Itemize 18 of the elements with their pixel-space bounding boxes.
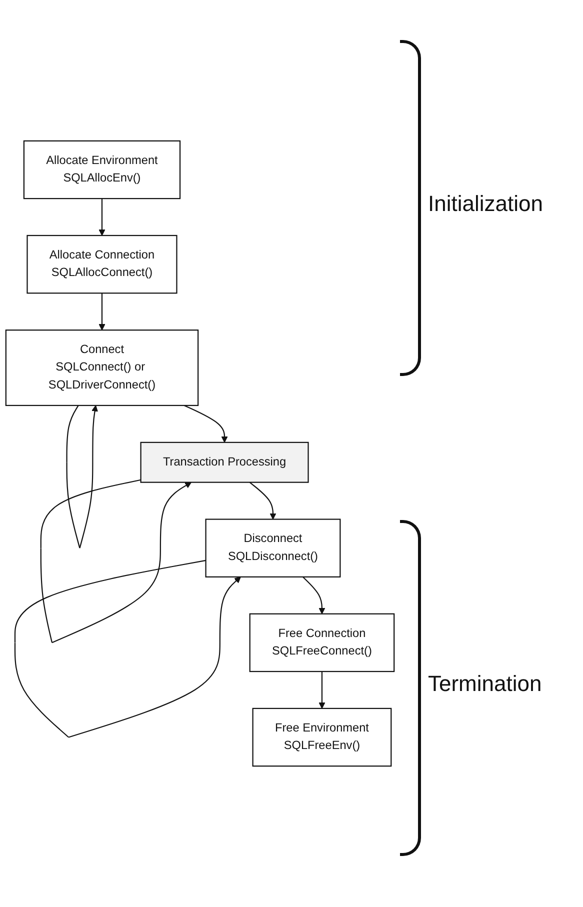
arrow bbox=[40, 479, 192, 644]
node-box: Allocate Environment SQLAllocEnv() bbox=[23, 140, 181, 200]
arrow bbox=[98, 198, 106, 236]
phase-label: Initialization bbox=[428, 191, 543, 217]
node-box: Connect SQLConnect() or SQLDriverConnect() bbox=[5, 330, 199, 406]
arrow bbox=[98, 293, 106, 330]
node-box: Free Environment SQLFreeEnv() bbox=[252, 708, 392, 767]
phase-label: Termination bbox=[428, 671, 542, 697]
arrow bbox=[249, 482, 276, 520]
arrow bbox=[302, 576, 326, 614]
arrow bbox=[184, 404, 228, 443]
arrow bbox=[318, 672, 326, 709]
node-box: Free Connection SQLFreeConnect() bbox=[249, 613, 395, 672]
node-box: Transaction Processing bbox=[140, 442, 309, 483]
node-box: Disconnect SQLDisconnect() bbox=[205, 518, 341, 578]
node-box: Allocate Connection SQLAllocConnect() bbox=[26, 234, 178, 294]
arrow bbox=[66, 405, 98, 548]
arrow bbox=[14, 560, 241, 738]
